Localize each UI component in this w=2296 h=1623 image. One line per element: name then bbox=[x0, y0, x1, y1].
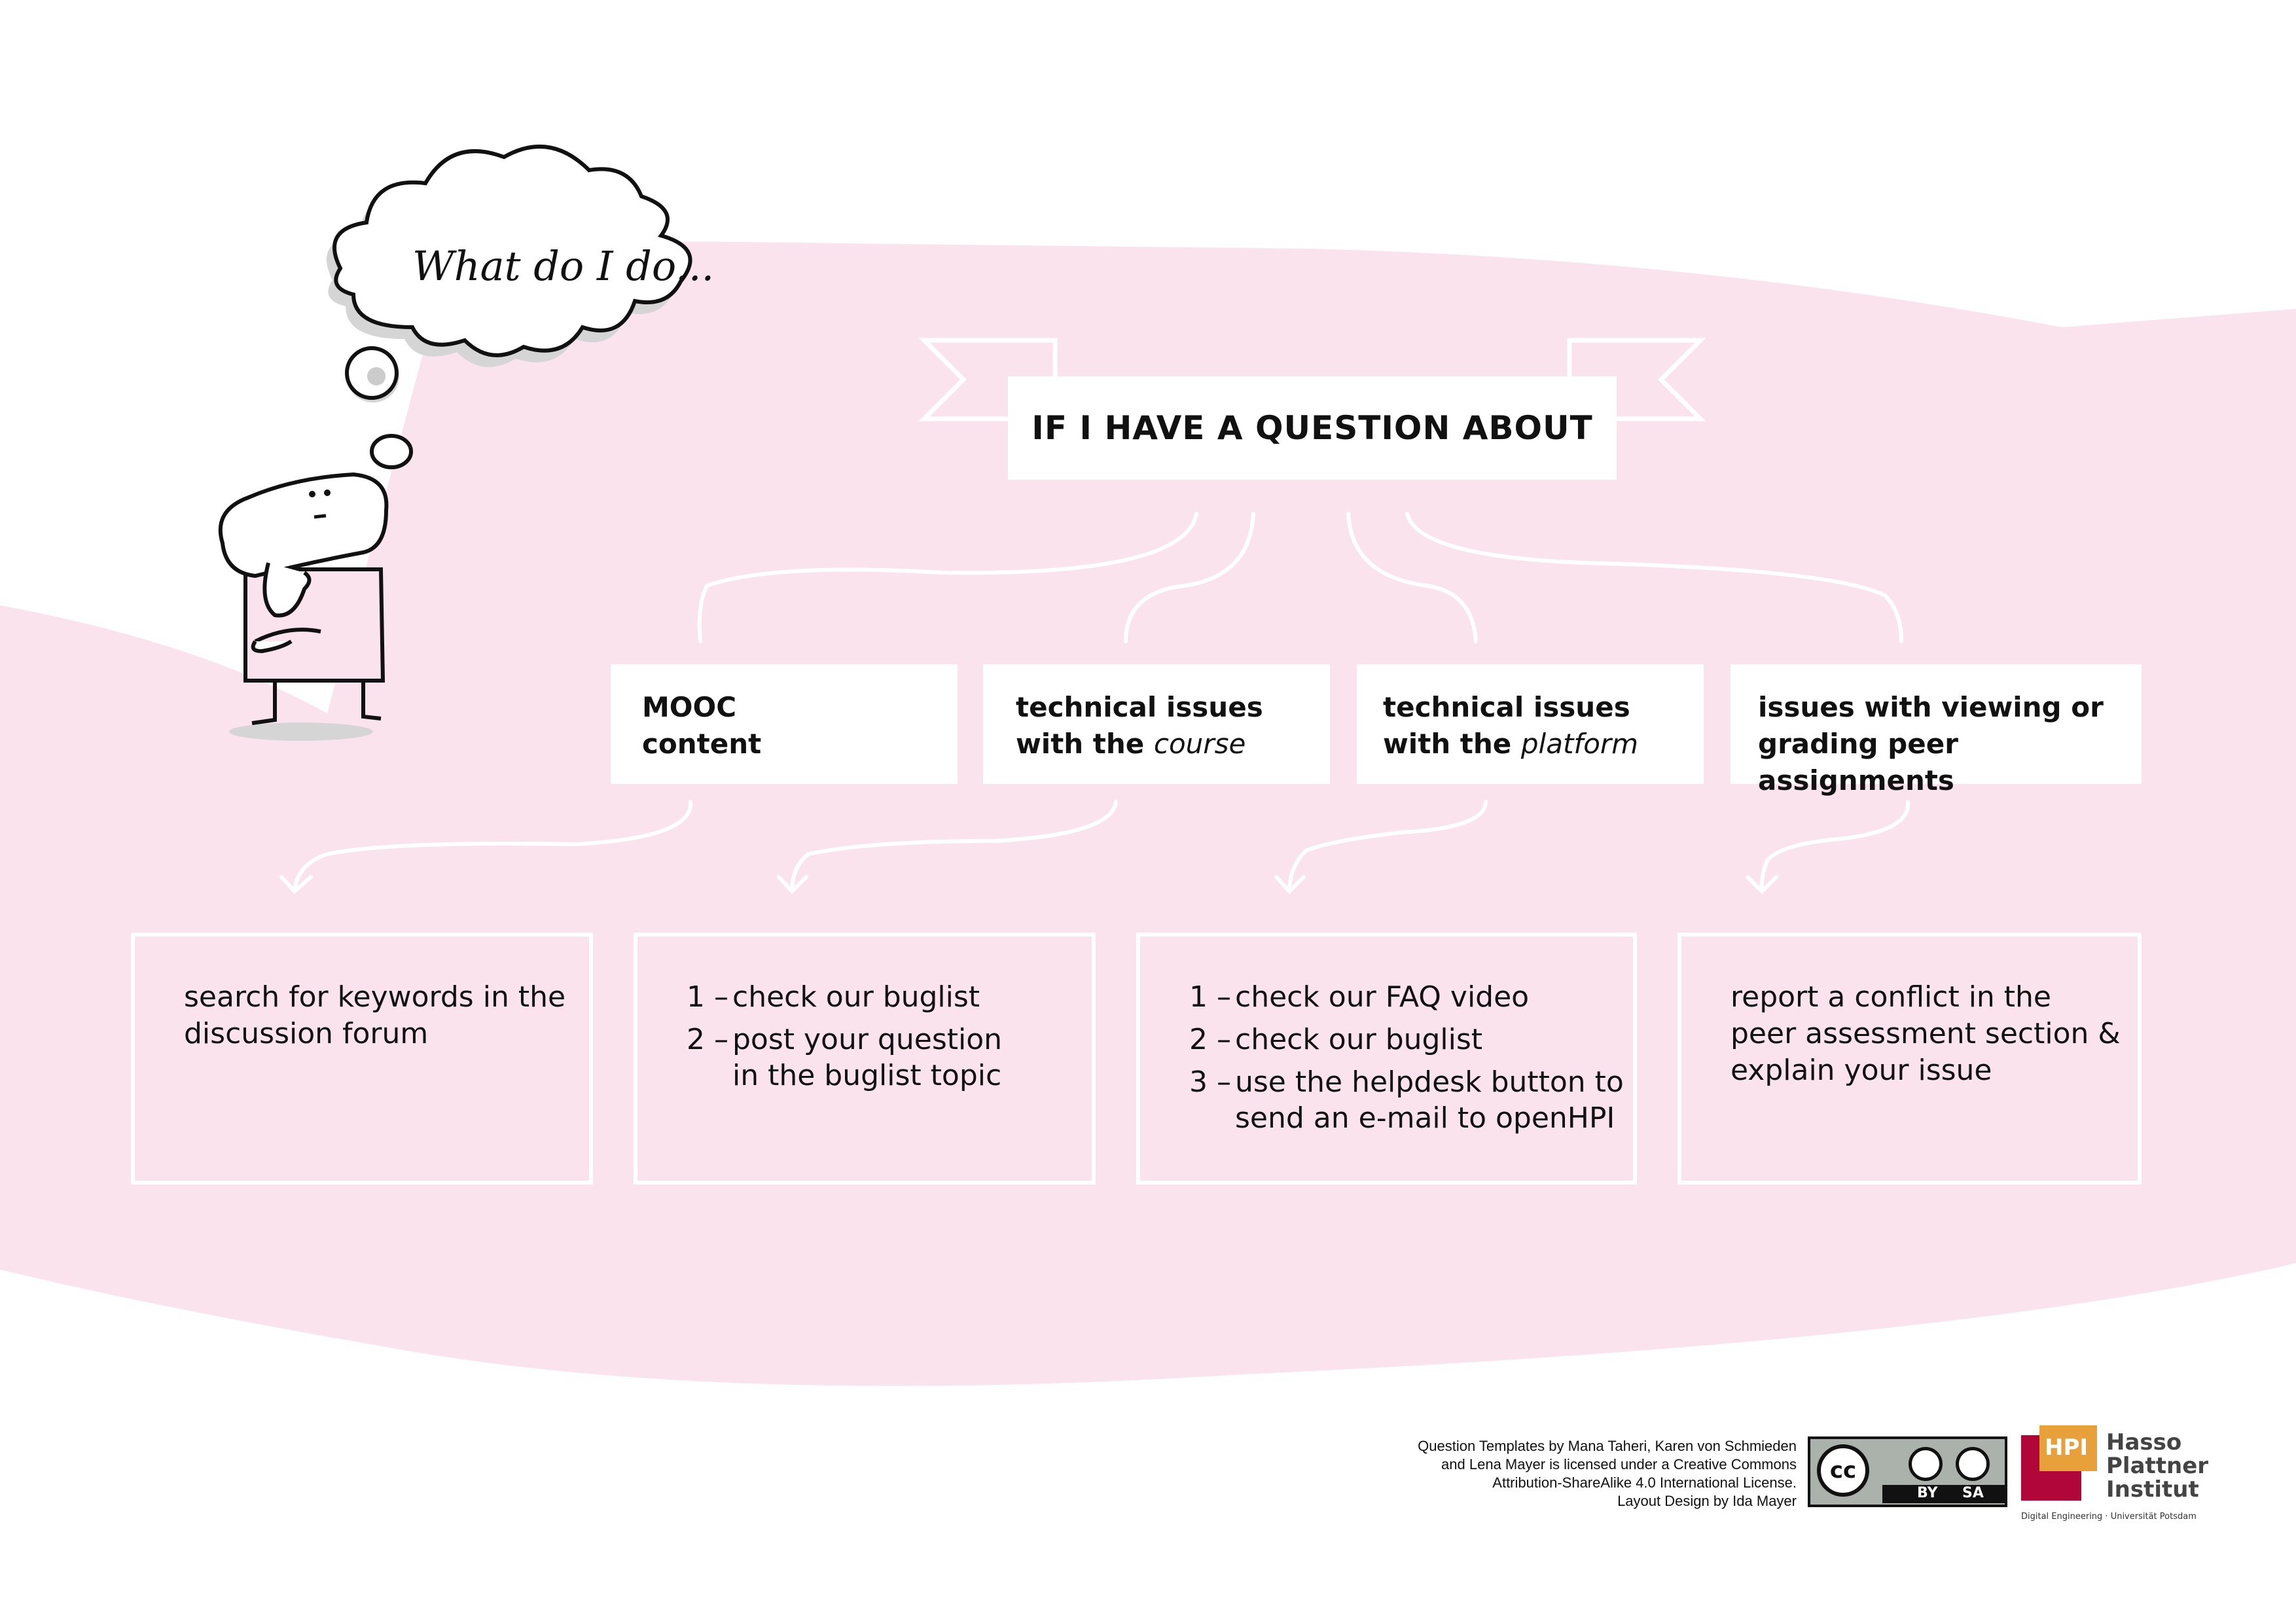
category-line1: technical issues bbox=[1383, 691, 1630, 723]
category-line1: technical issues bbox=[1016, 691, 1263, 723]
ribbon-banner-icon bbox=[918, 338, 1706, 421]
step-number: 2 – bbox=[1189, 1023, 1231, 1056]
badge-label-bar bbox=[1882, 1485, 2007, 1503]
answer-text: report a conflict in the peer assessment… bbox=[1731, 979, 2121, 1089]
category-peer-assignments: issues with viewing or grading peer assi… bbox=[1731, 664, 2142, 796]
category-course-issues: technical issues with the course bbox=[983, 664, 1330, 784]
thinking-character-icon bbox=[218, 472, 389, 741]
hpi-name-line: Hasso bbox=[2106, 1429, 2182, 1455]
step-text: post your question bbox=[732, 1023, 1003, 1056]
hpi-name-line: Institut bbox=[2106, 1476, 2199, 1503]
category-line2: content bbox=[642, 728, 762, 760]
step-number: 3 – bbox=[1189, 1065, 1231, 1099]
answer-text: search for keywords in the discussion fo… bbox=[184, 979, 565, 1052]
thought-cloud-icon bbox=[327, 145, 692, 402]
category-line2: with the bbox=[1016, 728, 1154, 760]
by-label: BY bbox=[1917, 1485, 1938, 1501]
hpi-name: Hasso Plattner Institut bbox=[2106, 1431, 2208, 1501]
answer-line: peer assessment section & bbox=[1731, 1017, 2121, 1050]
hpi-tagline: Digital Engineering · Universität Potsda… bbox=[2021, 1512, 2197, 1522]
hpi-abbr: HPI bbox=[2045, 1435, 2089, 1461]
answer-step: 2 –check our buglist bbox=[1189, 1022, 1482, 1058]
answer-line: search for keywords in the bbox=[184, 980, 566, 1014]
category-line1: MOOC bbox=[642, 691, 737, 723]
question-title: IF I HAVE A QUESTION ABOUT bbox=[1008, 376, 1617, 480]
attribution-icon bbox=[1909, 1447, 1943, 1481]
share-alike-icon bbox=[1956, 1447, 1990, 1481]
step-text: check our FAQ video bbox=[1235, 980, 1530, 1014]
category-line1: issues with viewing or bbox=[1758, 691, 2104, 723]
answer-step-continued: send an e-mail to openHPI bbox=[1235, 1101, 1615, 1135]
sa-label: SA bbox=[1962, 1485, 1984, 1501]
credit-line: Question Templates by Mana Taheri, Karen… bbox=[1418, 1438, 1797, 1454]
step-number: 2 – bbox=[687, 1023, 728, 1056]
answer-line: explain your issue bbox=[1731, 1054, 1992, 1087]
step-text: check our buglist bbox=[732, 980, 980, 1014]
category-platform-issues: technical issues with the platform bbox=[1357, 664, 1704, 784]
credit-line: Layout Design by Ida Mayer bbox=[1617, 1493, 1797, 1509]
hpi-logo: HPI Hasso Plattner Institut Digital Engi… bbox=[2021, 1425, 2208, 1524]
answer-line: report a conflict in the bbox=[1731, 980, 2051, 1014]
answer-line: discussion forum bbox=[184, 1017, 429, 1050]
answer-platform: 1 –check our FAQ video 2 –check our bugl… bbox=[1136, 933, 1637, 1185]
license-credit-text: Question Templates by Mana Taheri, Karen… bbox=[1325, 1437, 1797, 1510]
credit-line: and Lena Mayer is licensed under a Creat… bbox=[1441, 1456, 1797, 1472]
credit-line: Attribution-ShareAlike 4.0 International… bbox=[1492, 1474, 1797, 1491]
answer-step: 3 –use the helpdesk button to bbox=[1189, 1064, 1624, 1101]
step-text: check our buglist bbox=[1235, 1023, 1483, 1056]
answer-step-continued: in the buglist topic bbox=[732, 1059, 1002, 1092]
cc-by-sa-badge[interactable]: cc BY SA bbox=[1808, 1436, 2007, 1507]
cc-icon: cc bbox=[1817, 1444, 1869, 1497]
answer-step: 1 –check our FAQ video bbox=[1189, 979, 1529, 1016]
hpi-name-line: Plattner bbox=[2106, 1453, 2209, 1479]
step-text: use the helpdesk button to bbox=[1235, 1065, 1624, 1099]
step-number: 1 – bbox=[687, 980, 728, 1014]
step-number: 1 – bbox=[1189, 980, 1231, 1014]
answer-peer: report a conflict in the peer assessment… bbox=[1677, 933, 2142, 1185]
answer-step: 2 –post your question bbox=[687, 1022, 1002, 1058]
answer-step: 1 –check our buglist bbox=[687, 979, 980, 1016]
category-line2: with the bbox=[1383, 728, 1521, 760]
answer-course: 1 –check our buglist 2 –post your questi… bbox=[634, 933, 1096, 1185]
category-mooc-content: MOOC content bbox=[611, 664, 958, 784]
category-line2: grading peer assignments bbox=[1758, 728, 1958, 796]
answer-mooc: search for keywords in the discussion fo… bbox=[131, 933, 593, 1185]
thought-text: What do I do... bbox=[412, 242, 715, 290]
small-thought-bubble-icon bbox=[370, 434, 413, 469]
category-italic: platform bbox=[1520, 728, 1639, 760]
category-italic: course bbox=[1153, 728, 1246, 760]
hpi-logo-orange-block bbox=[2039, 1425, 2097, 1471]
